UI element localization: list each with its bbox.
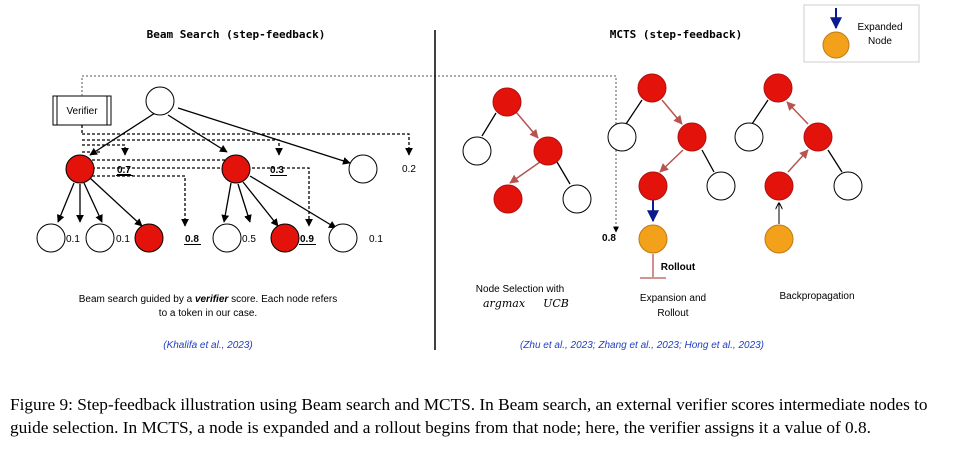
verifier-link-line [81,75,619,233]
score-label: 0.1 [369,234,383,245]
beam-tree-nodes [36,86,378,253]
mcts-expanded-node [638,224,668,254]
verifier-label: Verifier [66,106,98,117]
score-label: 0.7 [117,165,131,176]
score-label: 0.3 [270,165,284,176]
score-label: 0.1 [116,234,130,245]
mcts-backprop-tree [734,73,863,254]
caption-text: Step-feedback illustration using Beam se… [10,395,928,437]
beam-tree-edges [57,107,351,229]
stage1-math: argmax [483,297,526,310]
verifier-value: 0.8 [602,233,616,244]
stage2-label: Rollout [657,308,688,319]
verifier-feedback-lines [81,125,413,227]
mcts-title: MCTS (step-feedback) [610,28,742,41]
beam-citation: (Khalifa et al., 2023) [163,340,253,351]
beam-node [348,154,378,184]
mcts-expansion-tree [607,73,736,279]
beam-leaf-selected-node [270,223,300,253]
legend-expanded-node [822,31,850,59]
score-label: 0.1 [66,234,80,245]
rollout-label: Rollout [661,262,696,273]
beam-leaf-node [85,223,115,253]
stage1-label: Node Selection with [476,284,564,295]
beam-caption-line2: to a token in our case. [159,308,257,319]
beam-selected-node [65,154,95,184]
stage2-label: Expansion and [640,293,706,304]
score-label: 0.8 [185,234,199,245]
caption-label: Figure 9: [10,395,73,414]
figure-caption: Figure 9: Step-feedback illustration usi… [10,393,950,439]
stage3-label: Backpropagation [779,291,854,302]
figure-diagram: Beam Search (step-feedback) Verifier [36,4,920,351]
beam-leaf-selected-node [134,223,164,253]
beam-scores: 0.7 0.3 0.2 0.1 0.1 0.8 0.5 0.9 0.1 [66,164,416,245]
beam-search-title: Beam Search (step-feedback) [147,28,326,41]
verifier-box: Verifier [52,95,112,126]
beam-leaf-node [328,223,358,253]
score-label: 0.9 [300,234,314,245]
beam-caption-line1: Beam search guided by a verifier score. … [79,294,338,305]
beam-leaf-node [36,223,66,253]
mcts-citation: (Zhu et al., 2023; Zhang et al., 2023; H… [520,340,764,351]
beam-leaf-node [212,223,242,253]
stage1-math: UCB [543,297,569,310]
mcts-selection-tree [462,87,592,214]
score-label: 0.5 [242,234,256,245]
beam-selected-node [221,154,251,184]
beam-root-node [145,86,175,116]
legend-label: Expanded [857,22,902,33]
legend-label: Node [868,36,892,47]
legend: Expanded Node [803,4,920,63]
score-label: 0.2 [402,164,416,175]
